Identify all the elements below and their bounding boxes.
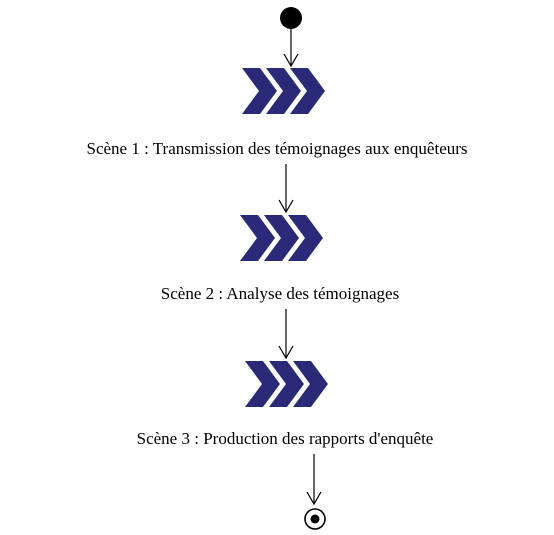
scene-3-label: Scène 3 : Production des rapports d'enqu… xyxy=(137,429,434,448)
start-node-icon xyxy=(280,7,302,29)
scene-1-label: Scène 1 : Transmission des témoignages a… xyxy=(86,139,467,158)
flow-arrow-scene-2-to-scene-3 xyxy=(278,309,294,360)
flow-arrow-scene-1-to-scene-2 xyxy=(278,164,294,214)
end-node-icon xyxy=(304,508,326,530)
scene-3-chevron-icon xyxy=(245,361,328,407)
scene-2-label: Scène 2 : Analyse des témoignages xyxy=(161,284,399,303)
flow-arrow-scene-3-to-end xyxy=(306,454,322,506)
flow-arrow-start-to-scene-1 xyxy=(283,29,299,68)
scene-2-chevron-icon xyxy=(240,215,323,261)
scene-1-chevron-icon xyxy=(242,68,325,114)
